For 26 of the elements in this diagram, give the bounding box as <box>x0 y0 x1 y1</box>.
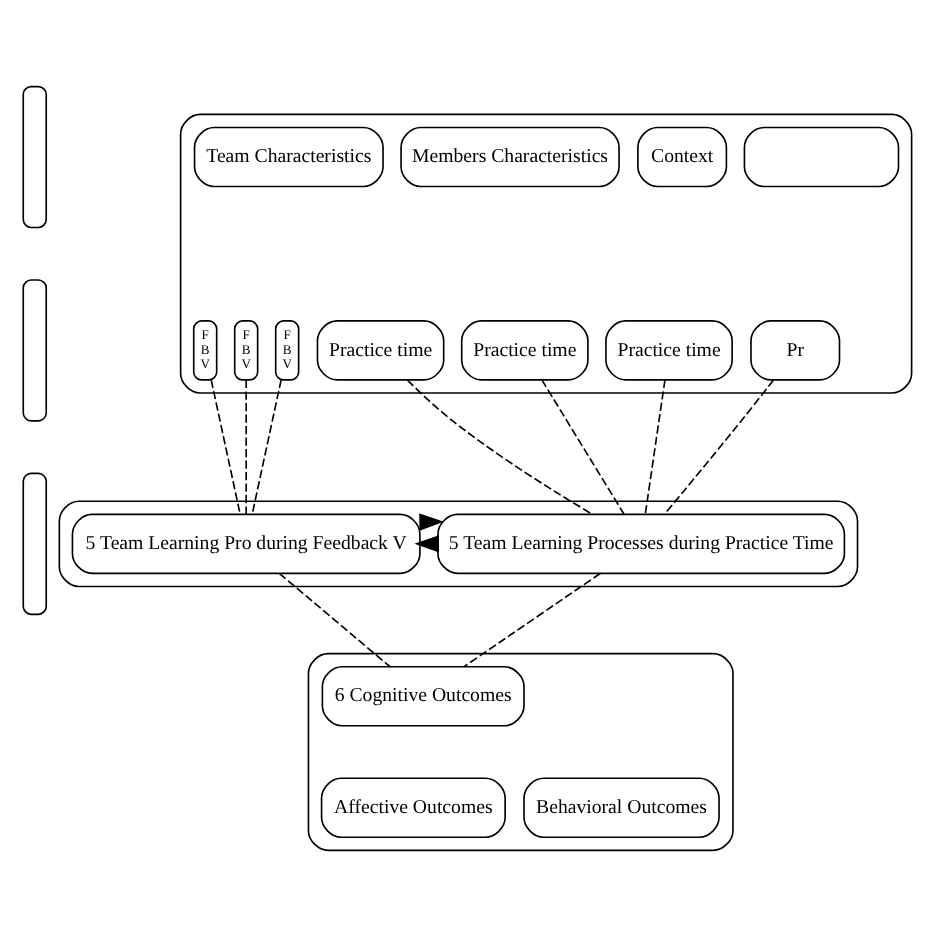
connector <box>251 378 282 514</box>
cluster <box>307 651 734 851</box>
node-box: Team Characteristics <box>193 125 384 187</box>
connector <box>406 378 594 515</box>
node-box <box>22 471 48 615</box>
connector <box>644 378 666 514</box>
node-box: Pr <box>750 319 841 380</box>
node-box: Practice time <box>605 319 733 380</box>
connector <box>278 571 391 667</box>
connector <box>541 378 625 514</box>
connector <box>463 571 601 667</box>
connector <box>663 378 775 514</box>
node-box <box>22 84 48 228</box>
connector <box>245 378 247 514</box>
node-box <box>743 125 900 187</box>
node-box: Affective Outcomes <box>320 776 506 838</box>
node-box: Behavioral Outcomes <box>523 776 720 838</box>
node-box: Practice time <box>460 319 589 380</box>
node-box <box>22 278 48 421</box>
node-box: 6 Cognitive Outcomes <box>321 664 525 726</box>
connector <box>210 378 241 514</box>
cluster <box>58 499 859 587</box>
node-box: Practice time <box>316 319 445 380</box>
cluster <box>179 112 913 393</box>
node-box: Members Characteristics <box>400 125 620 187</box>
node-box: Context <box>637 125 728 187</box>
